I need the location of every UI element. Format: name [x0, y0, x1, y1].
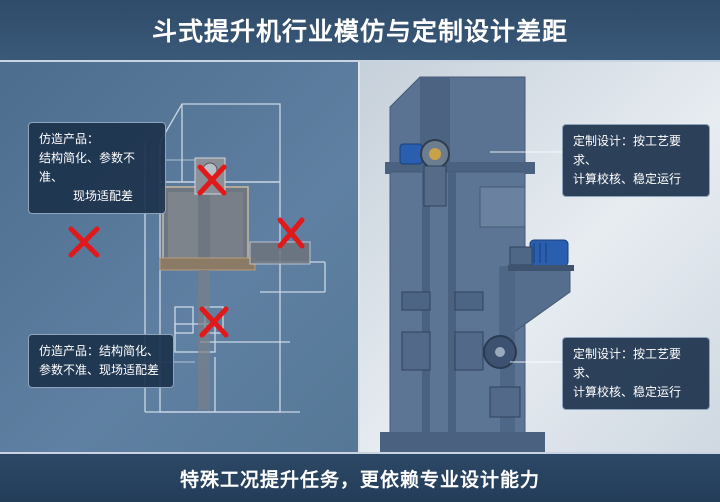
callout-line: 仿造产品： [39, 132, 100, 146]
cross-mark-icon [68, 226, 100, 258]
callout-line: 定制设计：按工艺要求、 [573, 347, 682, 380]
title-bar: 斗式提升机行业模仿与定制设计差距 [0, 0, 720, 62]
rusty-elevator-body [159, 157, 311, 410]
head-motor-unit [399, 139, 450, 207]
callout-line: 现场适配差 [73, 189, 134, 203]
left-panel-copied-product: 仿造产品： 结构简化、参数不准、 现场适配差 仿造产品：结构简化、 参数不准、现… [0, 62, 360, 452]
custom-elevator-illustration [380, 76, 574, 452]
panel-divider [358, 62, 361, 452]
cross-mark-icon [199, 306, 229, 338]
footer-bar: 特殊工况提升任务，更依赖专业设计能力 [0, 452, 720, 502]
defect-cross-marks [68, 164, 305, 338]
sketch-elevator-illustration [68, 103, 326, 413]
right-panel-custom-design: 定制设计：按工艺要求、 计算校核、稳定运行 定制设计：按工艺要求、 计算校核、稳… [360, 62, 720, 452]
side-motor-unit [508, 239, 574, 271]
callout-leader-lines [490, 151, 565, 363]
callout-copied-product-bottom: 仿造产品：结构简化、 参数不准、现场适配差 [28, 334, 174, 388]
callout-line: 仿造产品：结构简化、 [39, 344, 160, 358]
cross-mark-icon [277, 217, 305, 249]
callout-custom-design-top: 定制设计：按工艺要求、 计算校核、稳定运行 [562, 124, 710, 197]
callout-line: 参数不准、现场适配差 [39, 363, 160, 377]
page-title: 斗式提升机行业模仿与定制设计差距 [151, 17, 568, 46]
footer-caption: 特殊工况提升任务，更依赖专业设计能力 [179, 468, 540, 491]
callout-copied-product-top: 仿造产品： 结构简化、参数不准、 现场适配差 [28, 122, 166, 214]
custom-elevator-body [380, 76, 571, 452]
callout-line: 计算校核、稳定运行 [573, 385, 682, 399]
cross-mark-icon [197, 164, 227, 196]
callout-line: 定制设计：按工艺要求、 [573, 134, 682, 167]
callout-line: 结构简化、参数不准、 [39, 151, 136, 184]
callout-line: 计算校核、稳定运行 [573, 172, 682, 186]
callout-custom-design-bottom: 定制设计：按工艺要求、 计算校核、稳定运行 [562, 337, 710, 410]
